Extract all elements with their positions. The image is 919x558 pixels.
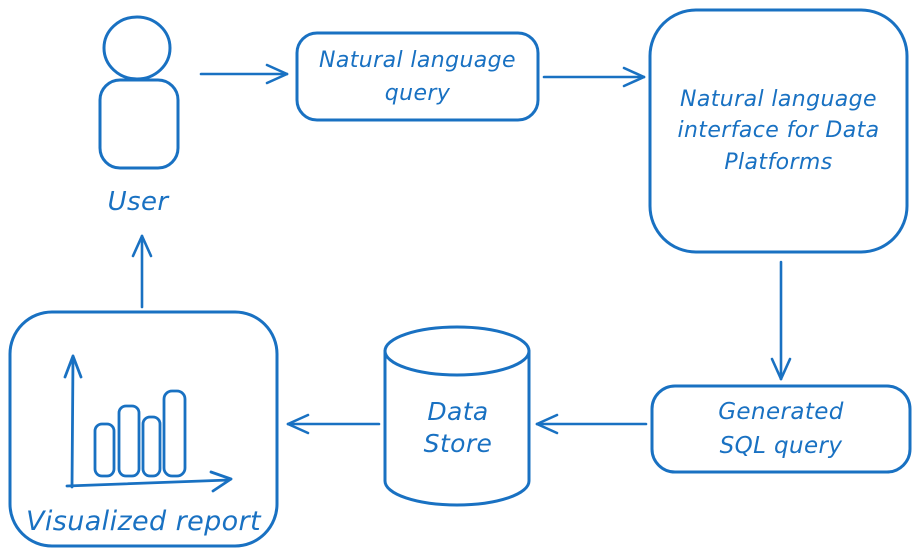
arrow-report-to-user (131, 234, 153, 309)
arrow-user-to-nlq (199, 63, 289, 85)
sql-box (650, 384, 912, 474)
arrow-sql-to-datastore (535, 413, 648, 435)
database-cylinder-icon (383, 325, 531, 507)
arrow-nlidp-to-sql (770, 260, 792, 381)
arrow-nlq-to-nlidp (542, 66, 646, 88)
arrow-datastore-to-report (286, 413, 381, 435)
nlidp-box (648, 8, 909, 254)
report-box (8, 310, 279, 548)
person-icon (98, 15, 180, 170)
bar-chart-icon (63, 354, 233, 493)
nlq-box (295, 31, 540, 122)
